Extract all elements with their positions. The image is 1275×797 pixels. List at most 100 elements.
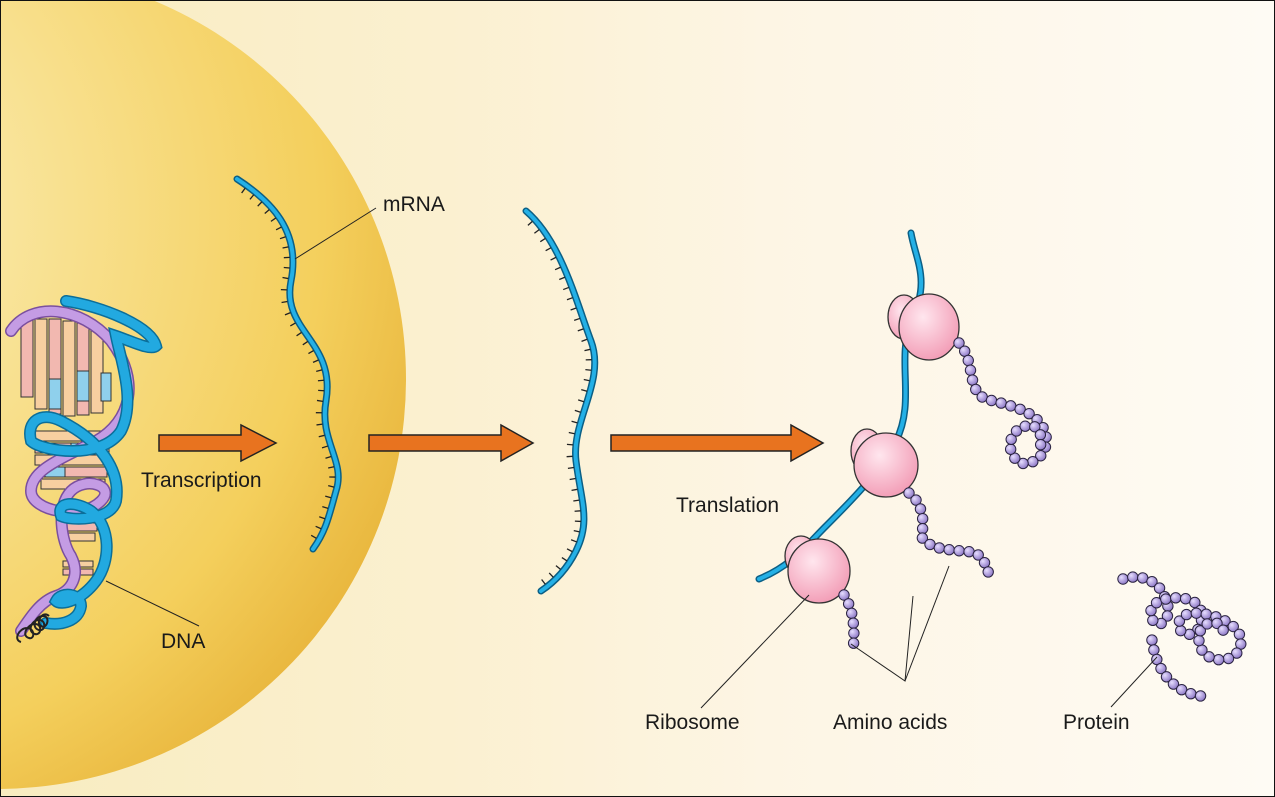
amino-acid	[910, 494, 922, 506]
amino-acid	[1010, 425, 1023, 437]
mrna-codon-tick	[279, 236, 286, 240]
mrna-codon-tick	[567, 466, 574, 470]
amino-acid	[1027, 455, 1039, 468]
amino-acid	[943, 544, 955, 556]
mrna-codon-tick	[328, 484, 335, 488]
mrna-codon-tick	[570, 539, 577, 543]
amino-acid	[1200, 608, 1212, 620]
mrna-codon-tick	[574, 409, 581, 413]
amino-acid	[1019, 420, 1031, 432]
amino-acid	[1160, 593, 1172, 605]
mrna-codon-tick	[310, 534, 317, 539]
mrna-codon-tick	[539, 237, 546, 243]
amino-acid	[1190, 607, 1203, 619]
mrna-codon-tick	[554, 266, 561, 271]
mrna-codon-tick	[571, 488, 578, 491]
amino-acid	[1029, 421, 1041, 433]
amino-acid	[1035, 450, 1047, 462]
amino-acid	[1145, 604, 1157, 617]
amino-acid	[1180, 608, 1193, 621]
amino-acid	[966, 374, 979, 386]
amino-acid	[1017, 457, 1029, 470]
ribosome-3	[784, 535, 851, 604]
amino-acid	[1170, 592, 1182, 604]
amino-acid	[1233, 628, 1246, 641]
amino-acid	[1196, 644, 1208, 656]
mrna-codon-tick	[322, 506, 329, 509]
amino-acid	[916, 512, 929, 525]
mrna-codon-tick	[284, 312, 291, 316]
mrna-codon-tick	[316, 399, 323, 403]
mrna-codon-tick	[545, 247, 552, 252]
amino-acid	[1146, 575, 1158, 588]
mrna-codon-tick	[325, 455, 332, 459]
amino-acid	[1175, 625, 1187, 637]
amino-acid	[985, 394, 998, 407]
mrna-codon-tick	[264, 209, 270, 215]
amino-acid	[1155, 662, 1167, 675]
amino-acid	[1173, 615, 1186, 627]
amino-acid	[1005, 433, 1017, 446]
amino-acid	[1146, 634, 1158, 646]
amino-acid	[903, 487, 915, 499]
mrna-codon-tick	[318, 434, 325, 438]
amino-acid	[842, 598, 855, 610]
mrna-codon-tick	[577, 328, 584, 332]
mrna-codon-tick	[581, 338, 588, 342]
amino-acid	[1023, 407, 1035, 420]
amino-acid	[995, 397, 1007, 409]
mrna-codon-tick	[312, 359, 319, 363]
amino-acid	[1217, 624, 1229, 636]
mrna-codon-tick	[316, 369, 323, 373]
amino-acid	[1161, 610, 1174, 622]
amino-acid	[1212, 653, 1225, 666]
mrna-codon-tick	[584, 348, 591, 352]
amino-acid	[1034, 429, 1047, 441]
mrna-codon-tick	[569, 477, 576, 481]
mrna-strand-1	[233, 175, 342, 553]
mrna-codon-tick	[550, 256, 557, 261]
amino-acid	[1193, 634, 1205, 647]
arrow-translation	[610, 423, 825, 463]
mrna-codon-tick	[570, 307, 577, 311]
amino-acid	[916, 532, 929, 544]
amino-acid	[1201, 618, 1213, 630]
label-dna: DNA	[161, 630, 205, 653]
mrna-codon-tick	[534, 229, 540, 234]
label-translation: Translation	[676, 494, 779, 517]
mrna-codon-tick	[308, 349, 314, 355]
label-mrna: mRNA	[383, 193, 445, 216]
mrna-codon-tick	[282, 276, 289, 280]
nucleus	[1, 1, 406, 789]
amino-acid-chains	[838, 337, 1247, 702]
amino-acid	[1203, 651, 1215, 663]
amino-acid	[962, 354, 974, 367]
mrna-codon-tick	[270, 217, 277, 222]
mrna-strand-2	[522, 207, 599, 595]
amino-acid	[1194, 690, 1207, 702]
mrna-codon-tick	[562, 286, 570, 291]
arrow-export	[368, 423, 535, 463]
amino-acid	[848, 627, 860, 639]
amino-acid	[916, 522, 929, 535]
amino-acid	[1148, 644, 1160, 656]
amino-acid	[847, 617, 860, 629]
ribosome-1	[887, 293, 960, 361]
mrna-codon-tick	[282, 246, 289, 249]
amino-acid	[964, 364, 977, 376]
mrna-codon-tick	[573, 317, 581, 321]
mrna-codon-tick	[548, 572, 554, 578]
mrna-codon-tick	[577, 399, 585, 403]
mrna-codon-tick	[566, 548, 573, 553]
amino-acid	[1231, 647, 1243, 659]
amino-acid	[847, 637, 860, 649]
amino-acid	[1227, 620, 1239, 633]
mrna-codon-tick	[328, 466, 335, 469]
amino-acid	[1160, 671, 1173, 683]
mrna-codon-tick	[555, 565, 561, 570]
amino-acid	[933, 542, 946, 554]
mrna-codon-tick	[541, 579, 546, 585]
mrna-codon-tick	[317, 379, 324, 382]
amino-acid	[914, 503, 927, 515]
